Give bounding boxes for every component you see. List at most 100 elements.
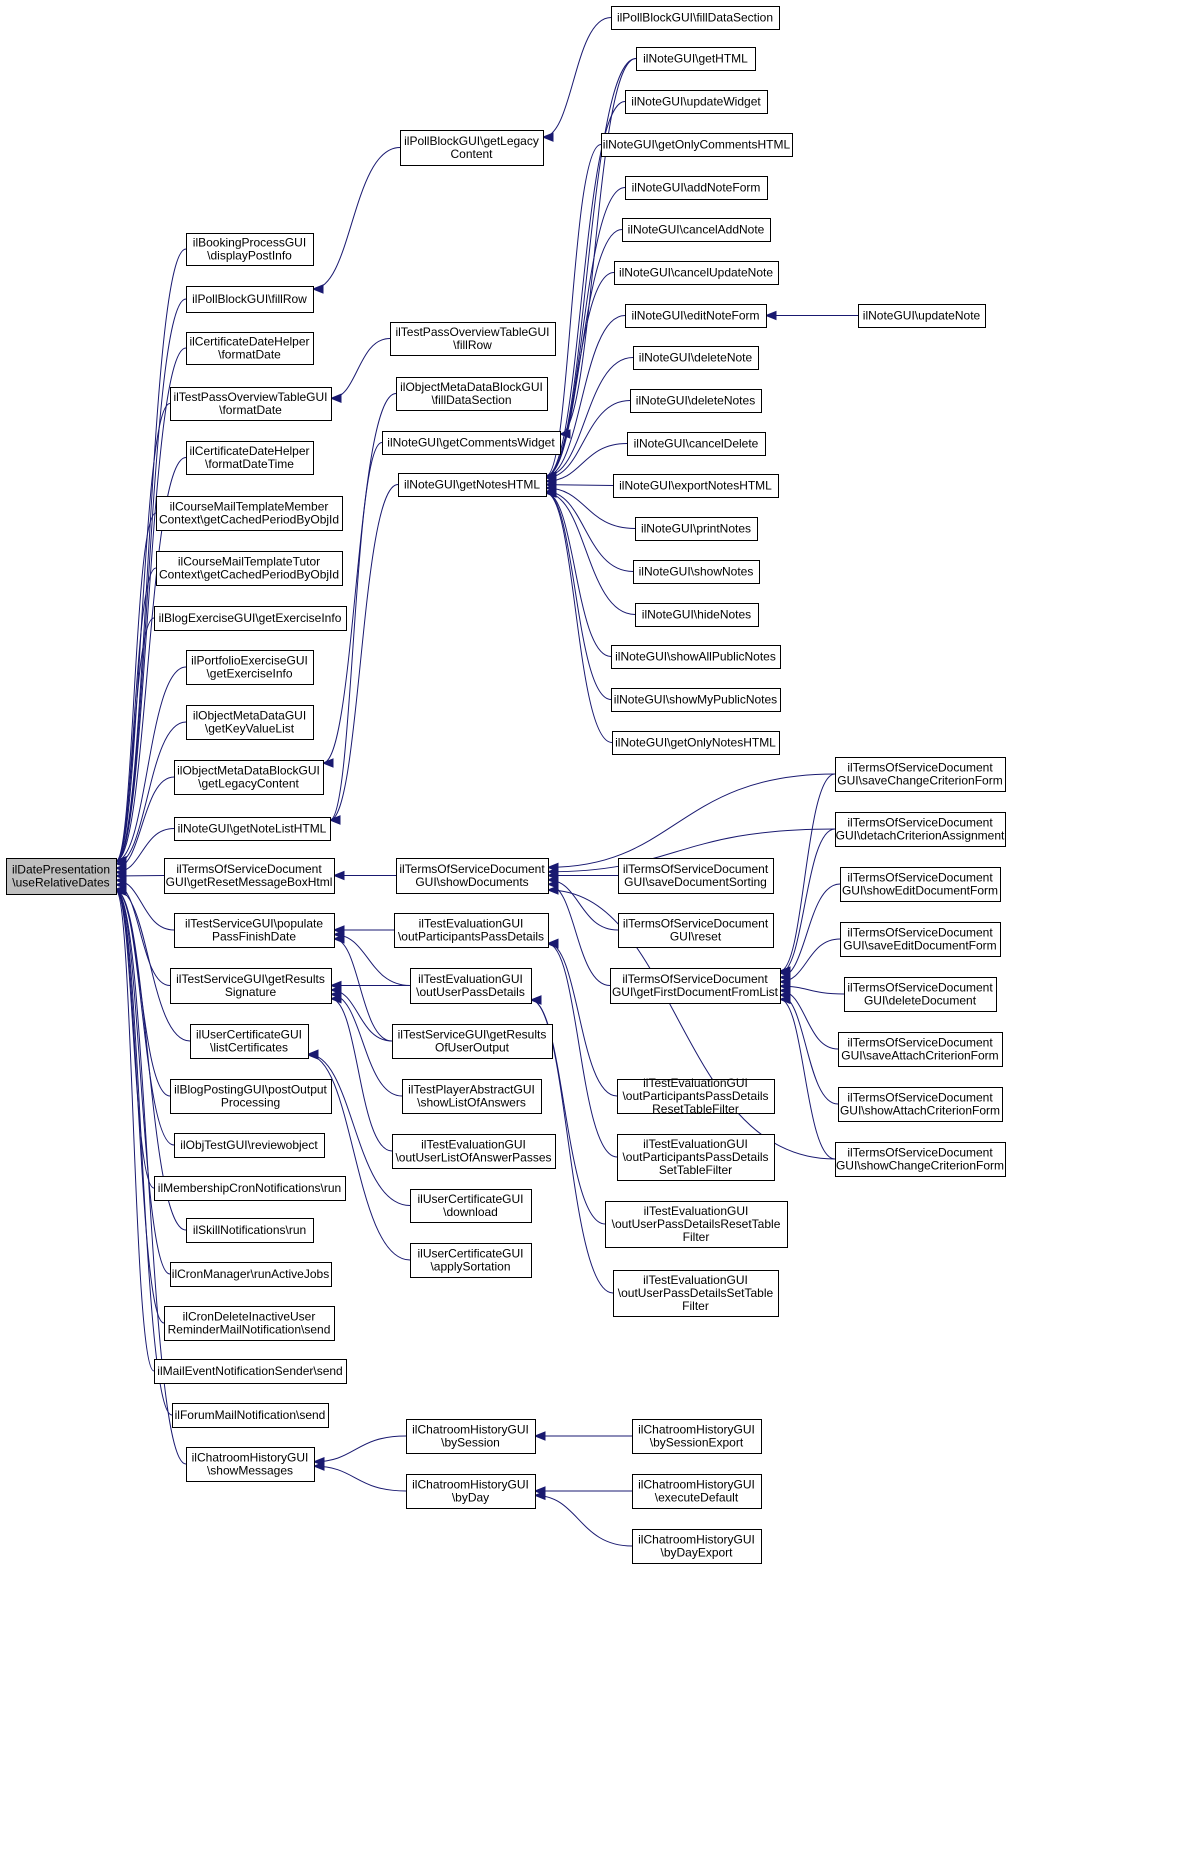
graph-node[interactable]: ilNoteGUI\getOnlyCommentsHTML [601, 133, 793, 157]
graph-node[interactable]: ilCourseMailTemplateTutorContext\getCach… [156, 551, 343, 586]
graph-node[interactable]: ilNoteGUI\showMyPublicNotes [611, 688, 781, 712]
graph-node[interactable]: ilNoteGUI\editNoteForm [625, 304, 767, 328]
node-label: \bySession [441, 1436, 500, 1450]
graph-node[interactable]: ilObjectMetaDataGUI\getKeyValueList [186, 705, 314, 740]
graph-node[interactable]: ilChatroomHistoryGUI\bySessionExport [632, 1419, 762, 1454]
graph-node[interactable]: ilPollBlockGUI\fillRow [186, 286, 314, 313]
graph-node[interactable]: ilNoteGUI\getNotesHTML [398, 473, 547, 497]
graph-node[interactable]: ilNoteGUI\cancelUpdateNote [614, 261, 779, 285]
edge [115, 298, 187, 862]
graph-node[interactable]: ilTermsOfServiceDocumentGUI\detachCriter… [835, 812, 1006, 847]
graph-node[interactable]: ilNoteGUI\hideNotes [635, 603, 759, 627]
graph-node[interactable]: ilObjectMetaDataBlockGUI\getLegacyConten… [174, 760, 324, 795]
graph-node[interactable]: ilTermsOfServiceDocumentGUI\saveDocument… [618, 858, 774, 894]
node-box [622, 218, 771, 242]
edge-arrowhead [533, 1431, 546, 1441]
graph-node[interactable]: ilNoteGUI\getCommentsWidget [382, 431, 561, 455]
root-node[interactable]: ilDatePresentation\useRelativeDates [6, 858, 117, 895]
graph-node[interactable]: ilUserCertificateGUI\download [410, 1189, 532, 1223]
node-box [618, 858, 774, 894]
graph-node[interactable]: ilTestEvaluationGUI\outUserPassDetails [410, 968, 532, 1004]
node-label: GUI\saveAttachCriterionForm [841, 1049, 998, 1063]
graph-node[interactable]: ilTestPassOverviewTableGUI\fillRow [390, 322, 556, 356]
graph-node[interactable]: ilNoteGUI\printNotes [635, 517, 758, 541]
graph-node[interactable]: ilTermsOfServiceDocumentGUI\getFirstDocu… [610, 968, 781, 1004]
graph-node[interactable]: ilChatroomHistoryGUI\bySession [406, 1419, 536, 1454]
graph-node[interactable]: ilTestEvaluationGUI\outParticipantsPassD… [394, 913, 549, 948]
graph-node[interactable]: ilUserCertificateGUI\listCertificates [190, 1024, 309, 1059]
graph-node[interactable]: ilTestEvaluationGUI\outUserListOfAnswerP… [392, 1134, 556, 1169]
graph-node[interactable]: ilChatroomHistoryGUI\executeDefault [632, 1474, 762, 1509]
graph-node[interactable]: ilTermsOfServiceDocumentGUI\showChangeCr… [835, 1142, 1006, 1177]
node-label: ilMailEventNotificationSender\send [157, 1364, 342, 1378]
graph-node[interactable]: ilPollBlockGUI\fillDataSection [611, 6, 780, 30]
graph-node[interactable]: ilChatroomHistoryGUI\byDay [406, 1474, 536, 1509]
graph-node[interactable]: ilTestEvaluationGUI\outParticipantsPassD… [617, 1134, 775, 1181]
edge-arrowhead [114, 886, 127, 896]
graph-node[interactable]: ilNoteGUI\getNoteListHTML [174, 817, 331, 841]
graph-node[interactable]: ilCronManager\runActiveJobs [170, 1262, 332, 1287]
edge [545, 144, 602, 477]
graph-node[interactable]: ilNoteGUI\showAllPublicNotes [611, 645, 781, 669]
edge [115, 776, 175, 869]
graph-node[interactable]: ilTermsOfServiceDocumentGUI\showAttachCr… [838, 1087, 1003, 1122]
node-label: ilCertificateDateHelper [189, 444, 309, 458]
graph-node[interactable]: ilNoteGUI\updateNote [858, 304, 986, 328]
graph-node[interactable]: ilPollBlockGUI\getLegacyContent [400, 130, 544, 166]
node-label: ilNoteGUI\getCommentsWidget [387, 436, 555, 450]
graph-node[interactable]: ilForumMailNotification\send [172, 1403, 329, 1428]
node-box [633, 346, 759, 370]
graph-node[interactable]: ilTermsOfServiceDocumentGUI\saveAttachCr… [838, 1032, 1003, 1067]
graph-node[interactable]: ilTestEvaluationGUI\outUserPassDetailsRe… [605, 1201, 788, 1248]
graph-node[interactable]: ilCertificateDateHelper\formatDateTime [186, 441, 314, 475]
graph-node[interactable]: ilTermsOfServiceDocumentGUI\showDocument… [396, 858, 549, 894]
graph-node[interactable]: ilTestEvaluationGUI\outParticipantsPassD… [617, 1076, 775, 1116]
graph-node[interactable]: ilTermsOfServiceDocumentGUI\getResetMess… [164, 858, 335, 894]
graph-node[interactable]: ilTestPassOverviewTableGUI\formatDate [170, 387, 332, 421]
graph-node[interactable]: ilTestEvaluationGUI\outUserPassDetailsSe… [613, 1270, 779, 1317]
node-box [156, 551, 343, 586]
graph-node[interactable]: ilBookingProcessGUI\displayPostInfo [186, 233, 314, 266]
node-box [613, 1270, 779, 1317]
graph-node[interactable]: ilPortfolioExerciseGUI\getExerciseInfo [186, 650, 314, 685]
graph-node[interactable]: ilNoteGUI\cancelDelete [627, 432, 766, 456]
node-box [174, 1133, 325, 1158]
graph-node[interactable]: ilNoteGUI\exportNotesHTML [613, 474, 779, 498]
graph-node[interactable]: ilNoteGUI\cancelAddNote [622, 218, 771, 242]
graph-node[interactable]: ilCourseMailTemplateMemberContext\getCac… [156, 496, 343, 531]
node-label: \getKeyValueList [205, 722, 295, 736]
graph-node[interactable]: ilTermsOfServiceDocumentGUI\saveChangeCr… [835, 757, 1006, 792]
node-label: ilNoteGUI\cancelUpdateNote [619, 266, 773, 280]
graph-node[interactable]: ilNoteGUI\getHTML [636, 47, 756, 71]
graph-node[interactable]: ilNoteGUI\addNoteForm [625, 176, 768, 200]
graph-node[interactable]: ilMailEventNotificationSender\send [154, 1359, 347, 1384]
node-box [186, 441, 314, 475]
graph-node[interactable]: ilTestPlayerAbstractGUI\showListOfAnswer… [402, 1079, 542, 1114]
graph-node[interactable]: ilUserCertificateGUI\applySortation [410, 1243, 532, 1278]
graph-node[interactable]: ilTermsOfServiceDocumentGUI\deleteDocume… [844, 977, 997, 1012]
node-label: ilPollBlockGUI\fillRow [192, 292, 307, 306]
graph-node[interactable]: ilNoteGUI\deleteNote [633, 346, 759, 370]
graph-node[interactable]: ilObjTestGUI\reviewobject [174, 1133, 325, 1158]
node-box [154, 606, 347, 631]
graph-node[interactable]: ilNoteGUI\deleteNotes [630, 389, 762, 413]
graph-node[interactable]: ilNoteGUI\showNotes [633, 560, 760, 584]
graph-node[interactable]: ilSkillNotifications\run [186, 1218, 314, 1243]
graph-node[interactable]: ilMembershipCronNotifications\run [154, 1176, 346, 1201]
graph-node[interactable]: ilChatroomHistoryGUI\byDayExport [632, 1529, 762, 1564]
graph-node[interactable]: ilChatroomHistoryGUI\showMessages [186, 1447, 315, 1482]
graph-node[interactable]: ilCronDeleteInactiveUserReminderMailNoti… [164, 1306, 335, 1341]
graph-node[interactable]: ilBlogExerciseGUI\getExerciseInfo [154, 606, 347, 631]
graph-node[interactable]: ilNoteGUI\getOnlyNotesHTML [612, 731, 780, 755]
graph-node[interactable]: ilTermsOfServiceDocumentGUI\showEditDocu… [840, 867, 1001, 902]
node-label: \showMessages [207, 1464, 293, 1478]
graph-node[interactable]: ilNoteGUI\updateWidget [625, 90, 768, 114]
graph-node[interactable]: ilTermsOfServiceDocumentGUI\saveEditDocu… [840, 922, 1001, 957]
graph-node[interactable]: ilCertificateDateHelper\formatDate [186, 332, 314, 365]
graph-node[interactable]: ilObjectMetaDataBlockGUI\fillDataSection [396, 377, 548, 411]
